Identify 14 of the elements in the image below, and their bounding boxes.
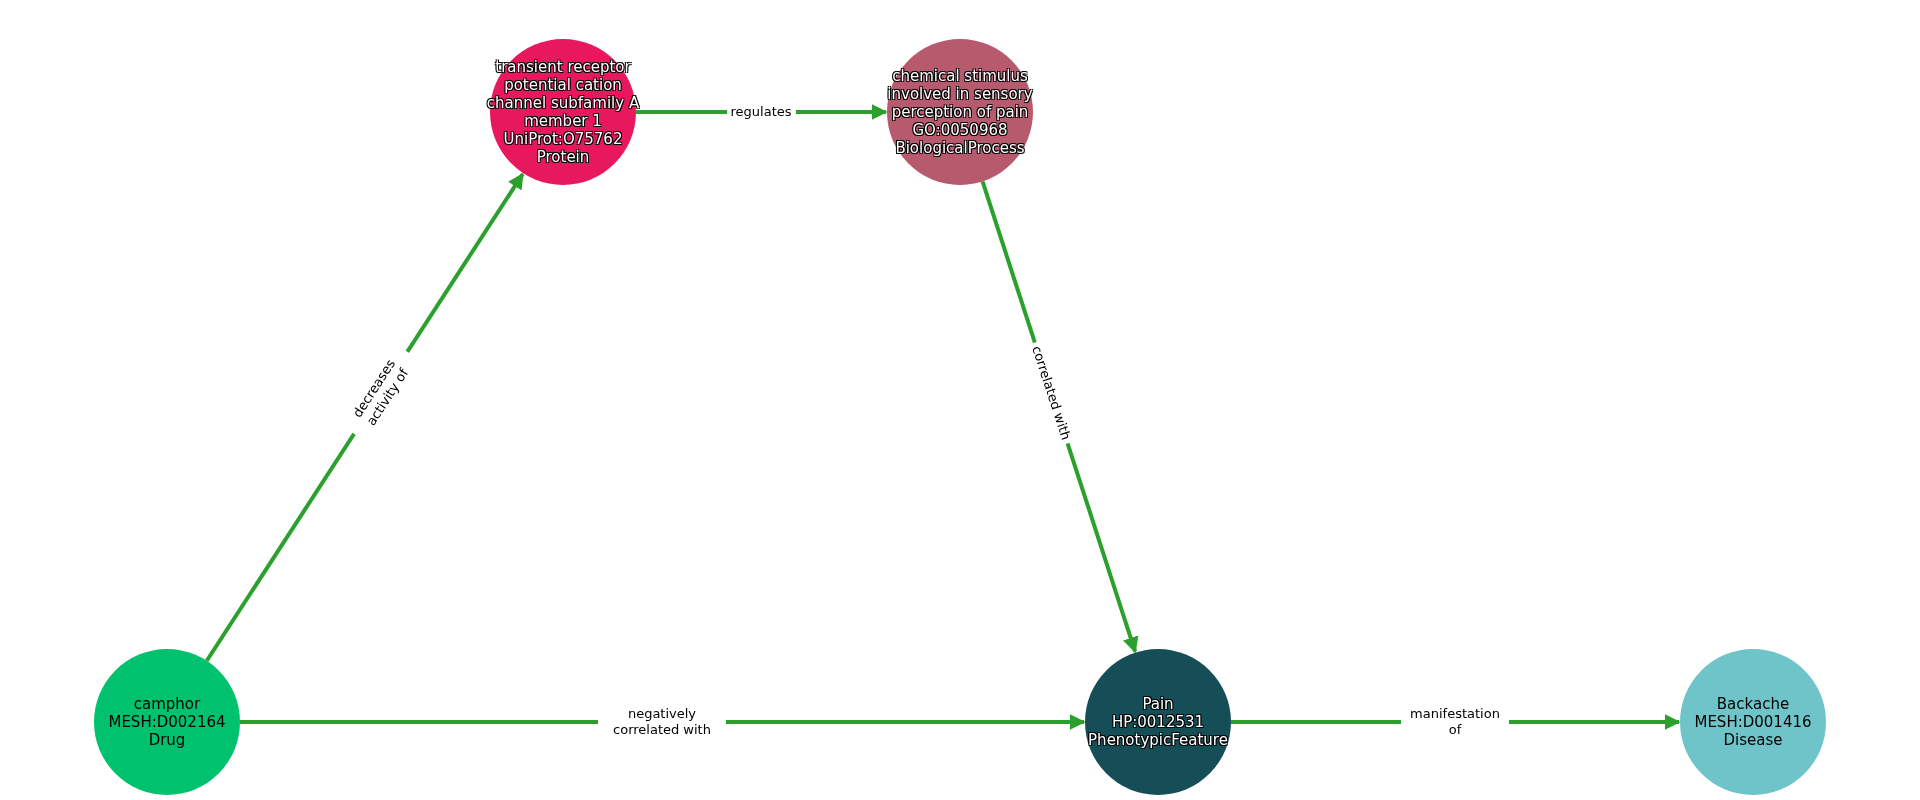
node-label: UniProt:O75762	[502, 130, 624, 148]
node-label: BiologicalProcess	[894, 139, 1026, 157]
node-label: PhenotypicFeature	[1087, 731, 1229, 749]
node-label: Backache	[1715, 695, 1791, 713]
node-label: GO:0050968	[911, 121, 1009, 139]
node-label: Drug	[147, 731, 187, 749]
node-label: Pain	[1141, 695, 1175, 713]
node-label: MESH:D002164	[107, 713, 227, 731]
node-label: HP:0012531	[1110, 713, 1206, 731]
node-label: Protein	[535, 148, 591, 166]
node-label: camphor	[132, 695, 202, 713]
node-label: MESH:D001416	[1693, 713, 1813, 731]
edge-label: regulates	[726, 103, 796, 121]
node-label: Disease	[1722, 731, 1784, 749]
